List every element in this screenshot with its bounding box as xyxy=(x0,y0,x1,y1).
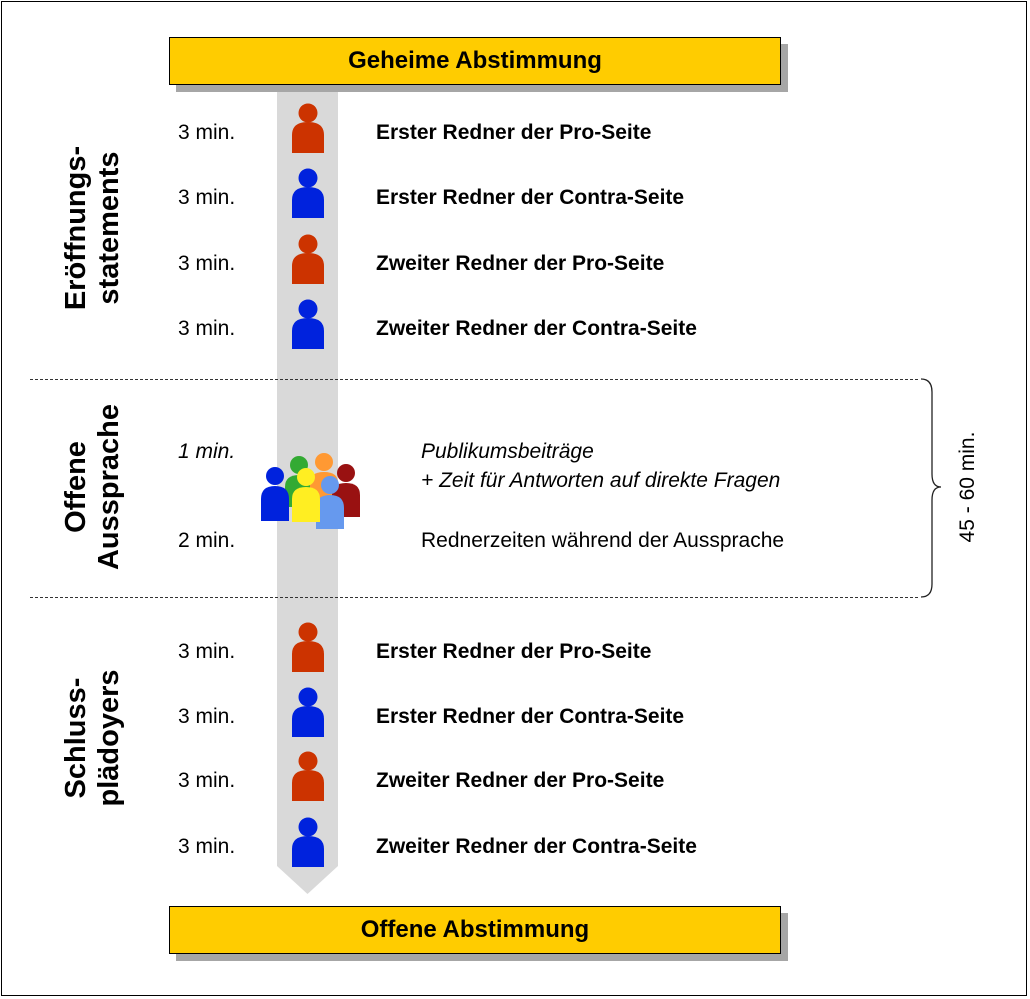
closing-row: 3 min. Zweiter Redner der Pro-Seite xyxy=(0,751,900,801)
speaker-label: Zweiter Redner der Contra-Seite xyxy=(376,835,697,858)
total-duration-label: 45 - 60 min. xyxy=(956,431,979,543)
person-icon-blue xyxy=(292,817,324,867)
audience-time: 1 min. xyxy=(178,440,236,463)
row-time: 3 min. xyxy=(178,769,236,792)
closing-row: 3 min. Zweiter Redner der Contra-Seite xyxy=(0,817,900,867)
person-icon-red xyxy=(292,234,324,284)
speaker-label: Erster Redner der Pro-Seite xyxy=(376,121,652,144)
row-time: 3 min. xyxy=(178,186,236,209)
closing-row: 3 min. Erster Redner der Pro-Seite xyxy=(0,622,900,672)
audience-group-icon xyxy=(261,453,360,529)
row-time: 3 min. xyxy=(178,121,236,144)
section-divider xyxy=(30,379,918,380)
phase-debate-label: Offene Aussprache xyxy=(60,404,126,570)
person-icon-red xyxy=(292,751,324,801)
row-time: 3 min. xyxy=(178,640,236,663)
speaker-label: Zweiter Redner der Pro-Seite xyxy=(376,252,665,275)
person-icon-blue xyxy=(292,299,324,349)
open-vote-label: Offene Abstimmung xyxy=(360,916,590,943)
audience-contributions-label: Publikumsbeiträge xyxy=(421,440,594,463)
speaker-label: Erster Redner der Contra-Seite xyxy=(376,186,685,209)
row-time: 3 min. xyxy=(178,705,236,728)
opening-row: 3 min. Zweiter Redner der Contra-Seite xyxy=(0,299,900,349)
speaker-label: Zweiter Redner der Contra-Seite xyxy=(376,317,697,340)
phase-opening-line2: statements xyxy=(93,151,125,305)
row-time: 3 min. xyxy=(178,317,236,340)
speaker-label: Erster Redner der Contra-Seite xyxy=(376,705,685,728)
closing-row: 3 min. Erster Redner der Contra-Seite xyxy=(0,687,900,737)
phase-opening-line1: Eröffnungs- xyxy=(60,145,92,311)
row-time: 3 min. xyxy=(178,835,236,858)
speaker-label: Zweiter Redner der Pro-Seite xyxy=(376,769,665,792)
phase-opening-label: Eröffnungs- statements xyxy=(60,146,126,310)
open-vote-box: Offene Abstimmung xyxy=(169,906,781,954)
person-icon-blue xyxy=(292,687,324,737)
secret-vote-box: Geheime Abstimmung xyxy=(169,37,781,85)
speaker-debate-time: 2 min. xyxy=(178,529,236,552)
speaker-debate-label: Rednerzeiten während der Aussprache xyxy=(421,529,785,552)
time-span-brace xyxy=(920,378,942,598)
person-icon-blue xyxy=(292,168,324,218)
speaker-label: Erster Redner der Pro-Seite xyxy=(376,640,652,663)
answer-time-label: + Zeit für Antworten auf direkte Fragen xyxy=(421,469,781,492)
person-icon-red xyxy=(292,103,324,153)
row-time: 3 min. xyxy=(178,252,236,275)
opening-row: 3 min. Zweiter Redner der Pro-Seite xyxy=(0,234,900,284)
person-icon-red xyxy=(292,622,324,672)
opening-row: 3 min. Erster Redner der Pro-Seite xyxy=(0,103,900,153)
opening-row: 3 min. Erster Redner der Contra-Seite xyxy=(0,168,900,218)
secret-vote-label: Geheime Abstimmung xyxy=(348,47,602,74)
phase-debate-line2: Aussprache xyxy=(93,403,125,571)
phase-debate-line1: Offene xyxy=(60,441,92,533)
section-divider xyxy=(30,597,918,598)
